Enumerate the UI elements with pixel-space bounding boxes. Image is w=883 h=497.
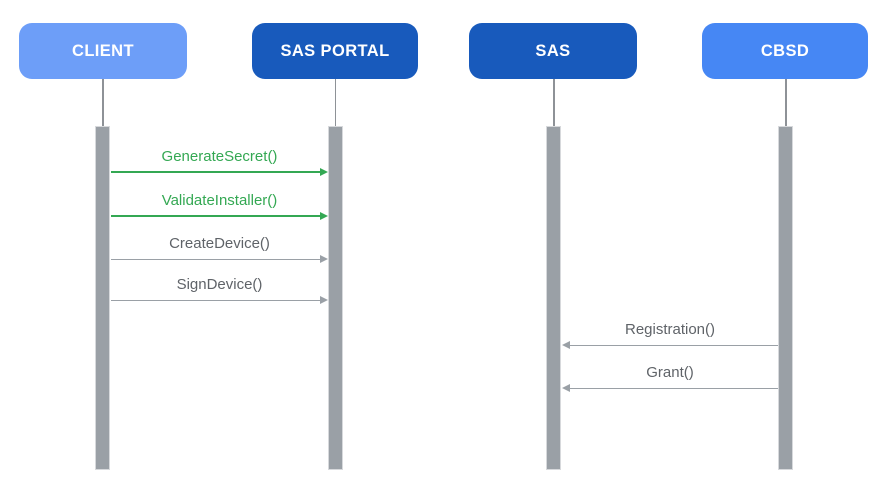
actor-label-cbsd: CBSD (760, 41, 810, 60)
message-sign-device: SignDevice() (111, 276, 328, 304)
message-label: Registration() (624, 321, 716, 338)
message-label: SignDevice() (176, 276, 263, 293)
arrow-right-icon (111, 296, 328, 304)
message-label: GenerateSecret() (161, 148, 278, 165)
actor-box-cbsd: CBSD (702, 23, 868, 79)
message-label: CreateDevice() (169, 235, 270, 252)
lifeline-sas-portal (334, 79, 336, 126)
activation-bar-sas-portal (328, 126, 343, 470)
actor-box-sas-portal: SAS PORTAL (252, 23, 418, 79)
lifeline-client (102, 79, 104, 126)
arrow-right-icon (111, 168, 328, 176)
message-label: Grant() (646, 364, 694, 381)
actor-label-sas-portal: SAS PORTAL (280, 41, 390, 60)
arrow-right-icon (111, 212, 328, 220)
activation-bar-client (95, 126, 110, 470)
arrow-left-icon (562, 384, 778, 392)
lifeline-cbsd (785, 79, 787, 126)
message-registration: Registration() (562, 321, 778, 349)
actor-box-client: CLIENT (19, 23, 187, 79)
activation-bar-sas (546, 126, 561, 470)
message-label: ValidateInstaller() (161, 192, 278, 209)
message-validate-installer: ValidateInstaller() (111, 192, 328, 220)
activation-bar-cbsd (778, 126, 793, 470)
message-create-device: CreateDevice() (111, 235, 328, 263)
actor-box-sas: SAS (469, 23, 637, 79)
message-grant: Grant() (562, 364, 778, 392)
message-generate-secret: GenerateSecret() (111, 148, 328, 176)
arrow-right-icon (111, 255, 328, 263)
lifeline-sas (553, 79, 555, 126)
actor-label-client: CLIENT (72, 41, 134, 60)
actor-label-sas: SAS (535, 41, 571, 60)
arrow-left-icon (562, 341, 778, 349)
